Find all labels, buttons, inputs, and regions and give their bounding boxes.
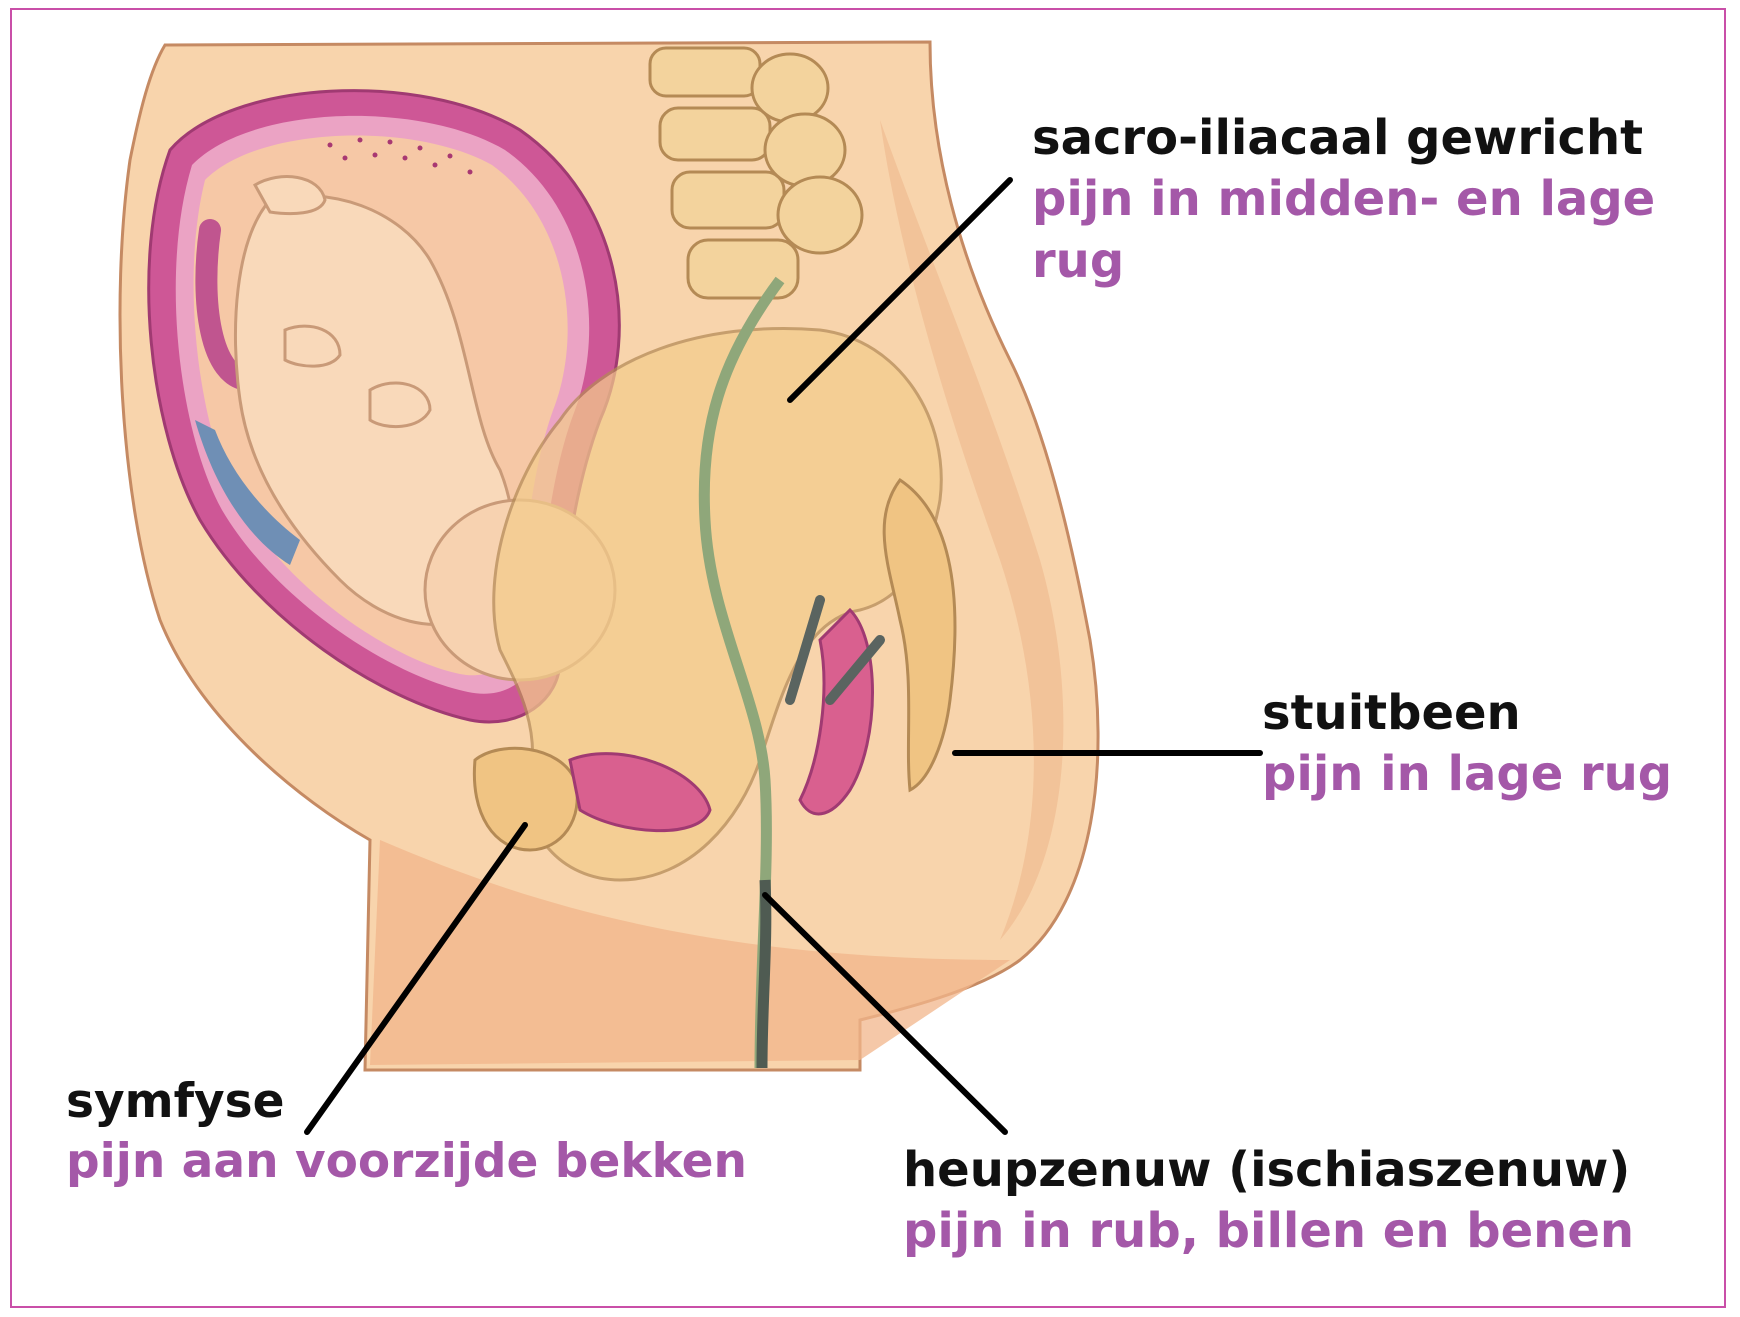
sciatic-nerve-dark [762, 880, 766, 1068]
label-symfyse: symfyse pijn aan voorzijde bekken [66, 1072, 747, 1192]
label-stuitbeen: stuitbeen pijn in lage rug [1262, 683, 1672, 806]
label-sacro-name: sacro-iliacaal gewricht [1032, 108, 1655, 169]
label-symfyse-pain: pijn aan voorzijde bekken [66, 1132, 747, 1192]
label-heup-pain: pijn in rub, billen en benen [903, 1201, 1634, 1262]
label-sacro-pain-line1: pijn in midden- en lage [1032, 169, 1655, 230]
fetus-hand [370, 383, 430, 427]
label-stuit-pain: pijn in lage rug [1262, 744, 1672, 805]
label-heupzenuw: heupzenuw (ischiaszenuw) pijn in rub, bi… [903, 1140, 1634, 1263]
label-stuit-name: stuitbeen [1262, 683, 1672, 744]
label-heup-name: heupzenuw (ischiaszenuw) [903, 1140, 1634, 1201]
label-symfyse-name: symfyse [66, 1072, 747, 1132]
label-sacro-pain-line2: rug [1032, 231, 1655, 292]
label-sacro-iliacaal: sacro-iliacaal gewricht pijn in midden- … [1032, 108, 1655, 292]
